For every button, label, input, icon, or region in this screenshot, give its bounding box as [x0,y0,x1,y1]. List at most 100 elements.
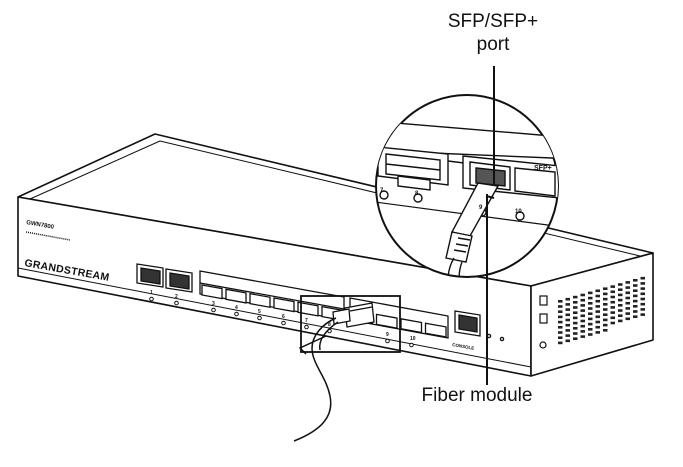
vent-slot [565,334,570,337]
magnifier-circle: 7 8 9 10 SFP+ [375,94,559,278]
vent-slot [573,332,578,335]
vent-slot [603,323,608,327]
vent-slot [633,294,638,298]
vent-slot [603,292,608,296]
sfp-cage [424,322,447,338]
vent-slot [633,305,638,308]
port-led [409,342,414,348]
port-number: 2 [175,294,178,300]
vent-slot [603,303,608,306]
vent-slot [580,319,585,323]
vent-slot [603,313,608,316]
vent-slot [610,321,615,325]
sfp-cage [375,313,398,329]
vent-slot [558,305,563,308]
vent-slot [588,302,593,305]
vent-slot [610,306,615,309]
vent-slot [558,331,563,334]
vent-slot [633,310,638,313]
vent-slot [610,300,615,304]
vent-slot [565,339,570,343]
port-led [257,315,262,321]
fiber-module-callout: Fiber module [421,385,533,406]
mag-port-9: 9 [479,205,483,211]
sfp-cage [273,297,295,313]
vent-slot [618,304,623,307]
port-number: 1 [150,290,153,296]
vent-slot [588,307,593,310]
switch-chassis [17,133,654,377]
side-screws [539,295,548,349]
vent-slot [618,288,623,291]
vent-slot [588,317,593,321]
sfp-cage-block [199,270,449,339]
port-number: 10 [410,336,416,342]
vent-slot [618,309,623,312]
port-led [385,338,390,344]
vent-slot [558,341,563,345]
port-led [174,300,179,306]
vent-slot [565,308,570,311]
model-text: GWN7800 [26,220,55,231]
vent-slot [565,323,570,327]
vent-slot [588,322,593,326]
vent-slot [625,296,630,300]
sfp-port-callout: SFP/SFP+ port [438,10,548,56]
inserted-sfp-module-icon [332,302,375,328]
sfp-cage [249,292,271,309]
vent-slot [595,305,600,308]
vent-slot [625,291,630,295]
vent-slot [595,315,600,319]
mag-port-8: 8 [415,191,419,197]
fiber-cable-icon [293,317,339,442]
vent-slot [588,328,593,331]
vent-slot [580,314,585,318]
vent-slot [573,301,578,304]
vent-slot [588,312,593,315]
vent-slot [603,297,608,301]
vent-slot [618,283,623,286]
vent-slot [558,315,563,319]
vent-slot [558,326,563,329]
port-led [211,307,216,313]
port-number: 3 [212,301,215,307]
vent-slot [580,298,585,302]
vent-slot [640,276,645,280]
vent-slot [588,296,593,300]
vent-slot [603,287,608,290]
sfp-cage [225,288,247,304]
console-port: CONSOLE [452,310,505,351]
vent-slot [565,297,570,301]
port-led [149,296,154,302]
vent-slot [595,331,600,334]
vent-slot [565,303,570,306]
vent-slot [580,293,585,297]
vent-slot [580,304,585,307]
vent-slot [618,293,623,297]
vent-slot [625,317,630,321]
vent-slot [595,320,600,324]
vent-slot [618,298,623,302]
vent-slot [573,295,578,299]
vent-slot [610,290,615,294]
sfp-cage [201,284,223,300]
vent-slot [610,285,615,288]
vent-slot [633,284,638,287]
vent-slot [603,308,608,311]
port-number: 5 [258,309,261,315]
vent-slot [640,297,645,301]
vent-slot [565,329,570,332]
vent-slot [558,310,563,313]
port-number: 8 [328,322,331,328]
vent-slot [610,295,615,299]
mag-port-7: 7 [380,188,384,194]
leader-lines [486,66,495,385]
vent-slot [580,335,585,338]
vent-slot [573,327,578,330]
vent-slot [595,310,600,313]
vent-slot [603,318,608,322]
vent-slot [573,337,578,340]
side-vents [558,276,645,345]
